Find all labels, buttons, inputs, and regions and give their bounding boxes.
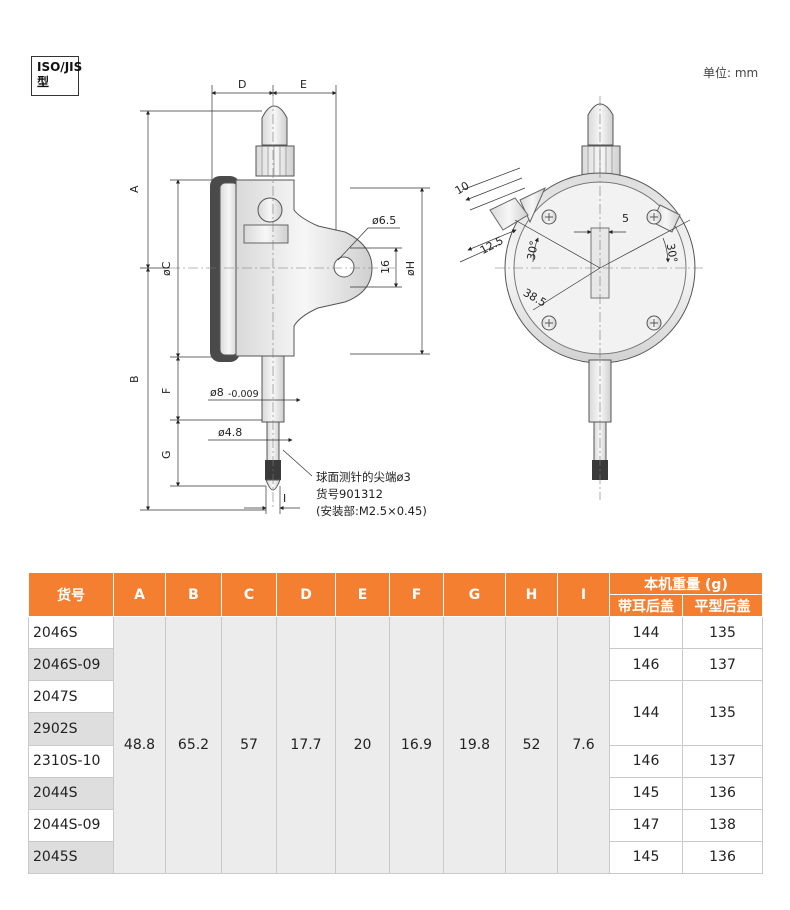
weight-lug-cell: 144 [609, 680, 683, 746]
weight-flat-cell: 135 [681, 615, 764, 650]
weight-flat-cell: 135 [681, 680, 764, 746]
header-weight-flat: 平型后盖 [681, 594, 764, 617]
dim-stem-tolerance: -0.009 [228, 389, 259, 400]
value-c: 57 [221, 616, 277, 874]
dim-tip-label: ø4.8 [218, 426, 242, 439]
dim-hole-label: ø6.5 [372, 214, 396, 227]
model-cell: 2044S-09 [28, 808, 114, 842]
value-e: 20 [335, 616, 390, 874]
weight-lug-cell: 147 [609, 808, 683, 842]
front-clamp-left [489, 197, 529, 231]
dim-b-label: B [128, 375, 141, 383]
probe-note-line-3: (安装部:M2.5×0.45) [316, 504, 427, 518]
weight-lug-cell: 145 [609, 776, 683, 810]
contact-tip [265, 479, 281, 491]
header-a: A [113, 572, 166, 617]
dim-e-label: E [300, 78, 307, 91]
header-b: B [165, 572, 222, 617]
header-e: E [335, 572, 390, 617]
dim-lug-label: 16 [379, 260, 392, 274]
clamp-bracket [243, 224, 289, 244]
weight-lug-cell: 146 [609, 744, 683, 778]
weight-lug-cell: 144 [609, 615, 683, 650]
probe-note-line-1: 球面测针的尖端ø3 [316, 470, 411, 484]
header-g: G [443, 572, 506, 617]
front-view: 10 12.5 5 30° 30° 38.5 [453, 96, 705, 500]
header-model: 货号 [28, 572, 114, 617]
model-cell: 2046S-09 [28, 648, 114, 682]
value-i: 7.6 [557, 616, 610, 874]
probe-note-line-2: 货号901312 [316, 487, 383, 501]
dim-g-label: G [160, 450, 173, 459]
front-angle-right-label: 30° [664, 242, 680, 263]
standard-badge: ISO/JIS 型 [31, 56, 83, 96]
weight-lug-cell: 145 [609, 840, 683, 875]
weight-flat-cell: 138 [681, 808, 764, 842]
front-width-label: 5 [622, 212, 629, 225]
dim-c-label: øC [160, 261, 173, 276]
value-g: 19.8 [443, 616, 506, 874]
front-spindle-cap [587, 103, 614, 146]
dim-f-label: F [160, 388, 173, 394]
front-angle-left-label: 30° [525, 240, 541, 261]
weight-flat-cell: 136 [681, 840, 764, 875]
model-cell: 2046S [28, 615, 114, 650]
side-dimension-labels: D E A B øC F G øH 16 ø6.5 ø8 -0.009 ø4.8… [128, 78, 427, 518]
header-c: C [221, 572, 277, 617]
weight-flat-cell: 136 [681, 776, 764, 810]
spec-table: 货号 A B C D E F G H I 本机重量 (g) 带耳后盖 平型后盖 … [28, 572, 764, 875]
value-d: 17.7 [276, 616, 336, 874]
spindle-cap [261, 105, 288, 146]
value-a: 48.8 [113, 616, 166, 874]
header-h: H [505, 572, 558, 617]
dim-i-label: I [283, 492, 286, 505]
header-f: F [389, 572, 444, 617]
value-f: 16.9 [389, 616, 444, 874]
unit-note: 单位: mm [703, 66, 759, 80]
front-top-offset-label: 10 [453, 179, 472, 197]
front-side-offset-label: 12.5 [478, 234, 506, 257]
weight-flat-cell: 137 [681, 648, 764, 682]
dim-stem-label: ø8 [210, 386, 224, 399]
clamp-screw [257, 197, 283, 223]
value-b: 65.2 [165, 616, 222, 874]
model-cell: 2044S [28, 776, 114, 810]
header-weight-lug: 带耳后盖 [609, 594, 683, 617]
header-d: D [276, 572, 336, 617]
header-weight: 本机重量 (g) [608, 572, 764, 595]
dim-h-label: øH [404, 261, 417, 276]
weight-lug-cell: 146 [609, 648, 683, 682]
dim-a-label: A [128, 185, 141, 193]
badge-line-1: ISO/JIS [37, 60, 83, 74]
badge-line-2: 型 [37, 75, 50, 89]
weight-flat-cell: 137 [681, 744, 764, 778]
model-cell: 2047S [28, 680, 114, 714]
model-cell: 2310S-10 [28, 744, 114, 778]
technical-drawing: D E A B øC F G øH 16 ø6.5 ø8 -0.009 ø4.8… [128, 78, 705, 518]
dim-d-label: D [238, 78, 246, 91]
model-cell: 2902S [28, 712, 114, 746]
model-cell: 2045S [28, 840, 114, 875]
side-view: D E A B øC F G øH 16 ø6.5 ø8 -0.009 ø4.8… [128, 78, 430, 518]
lug-hole [333, 256, 355, 278]
dial-body [219, 182, 239, 356]
value-h: 52 [505, 616, 558, 874]
header-i: I [557, 572, 610, 617]
